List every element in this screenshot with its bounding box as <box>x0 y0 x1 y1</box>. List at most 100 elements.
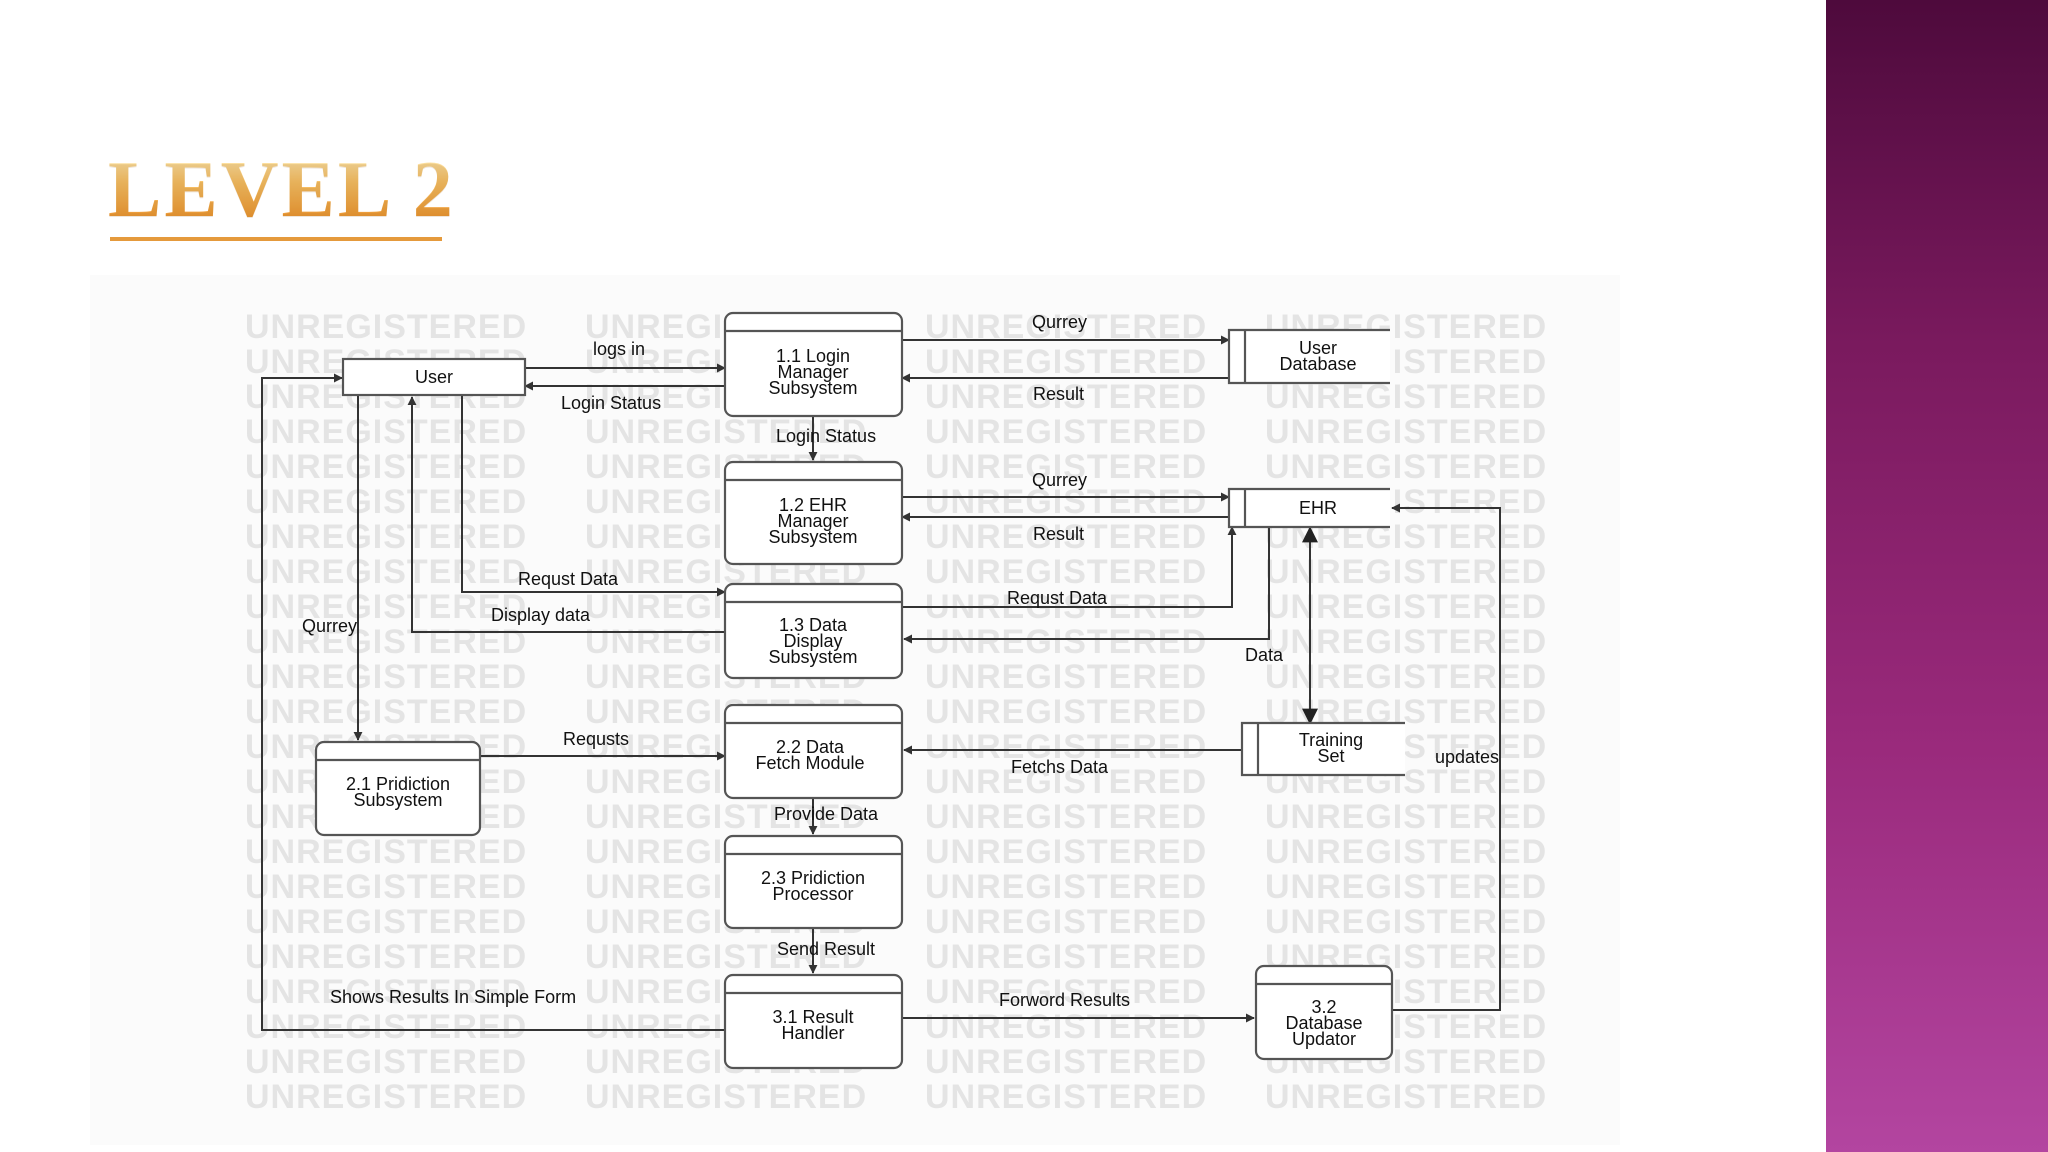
svg-text:UNREGISTERED: UNREGISTERED <box>925 658 1207 696</box>
svg-text:UNREGISTERED: UNREGISTERED <box>1265 798 1547 836</box>
svg-text:UNREGISTERED: UNREGISTERED <box>925 518 1207 556</box>
svg-text:UNREGISTERED: UNREGISTERED <box>1265 1078 1547 1116</box>
svg-text:UNREGISTERED: UNREGISTERED <box>245 1008 527 1046</box>
flow-requst-data-user <box>461 395 726 597</box>
svg-text:User: User <box>415 367 453 387</box>
svg-text:UNREGISTERED: UNREGISTERED <box>925 343 1207 381</box>
label-login-status-user: Login Status <box>561 393 661 413</box>
svg-text:UNREGISTERED: UNREGISTERED <box>245 938 527 976</box>
svg-text:UNREGISTERED: UNREGISTERED <box>245 518 527 556</box>
svg-text:UNREGISTERED: UNREGISTERED <box>245 483 527 521</box>
svg-text:UNREGISTERED: UNREGISTERED <box>925 833 1207 871</box>
label-result-user-db: Result <box>1033 384 1084 404</box>
label-requsts: Requsts <box>563 729 629 749</box>
svg-text:UNREGISTERED: UNREGISTERED <box>925 868 1207 906</box>
watermark-row: UNREGISTERED UNREGISTERED UNREGISTERED UNRE… <box>245 1078 1547 1116</box>
label-fetchs-data: Fetchs Data <box>1011 757 1109 777</box>
svg-text:UNREGISTERED: UNREGISTERED <box>1265 833 1547 871</box>
flow-shows-results <box>261 373 725 1031</box>
flow-updates <box>1391 503 1501 1011</box>
label-qurrey-ehr: Qurrey <box>1032 470 1087 490</box>
flow-requst-data-ehr <box>902 526 1237 608</box>
label-login-status-down: Login Status <box>776 426 876 446</box>
svg-text:UNREGISTERED: UNREGISTERED <box>1265 623 1547 661</box>
svg-text:UNREGISTERED: UNREGISTERED <box>1265 448 1547 486</box>
svg-text:UNREGISTERED: UNREGISTERED <box>925 448 1207 486</box>
svg-text:UNREGISTERED: UNREGISTERED <box>925 728 1207 766</box>
label-shows-results: Shows Results In Simple Form <box>330 987 576 1007</box>
svg-text:UNREGISTERED: UNREGISTERED <box>245 588 527 626</box>
svg-text:UNREGISTERED: UNREGISTERED <box>245 1078 527 1116</box>
svg-text:EHR: EHR <box>1299 498 1337 518</box>
svg-text:UNREGISTERED: UNREGISTERED <box>245 308 527 346</box>
svg-text:UNREGISTERED: UNREGISTERED <box>925 378 1207 416</box>
svg-text:UNREGISTERED: UNREGISTERED <box>245 448 527 486</box>
watermark-row: UNREGISTEREDUNREGISTEREDUNREGISTEREDUNRE… <box>245 518 1546 556</box>
label-requst-data-user: Requst Data <box>518 569 619 589</box>
svg-text:UNREGISTERED: UNREGISTERED <box>245 658 527 696</box>
svg-text:UNREGISTERED: UNREGISTERED <box>245 693 527 731</box>
label-logs-in: logs in <box>593 339 645 359</box>
svg-text:UNREGISTERED: UNREGISTERED <box>585 798 867 836</box>
svg-text:UNREGISTERED: UNREGISTERED <box>585 938 867 976</box>
svg-text:UNREGISTERED: UNREGISTERED <box>245 903 527 941</box>
svg-text:UNREGISTERED: UNREGISTERED <box>925 1078 1207 1116</box>
svg-text:UNREGISTERED: UNREGISTERED <box>1265 553 1547 591</box>
label-send-result: Send Result <box>777 939 875 959</box>
decorative-side-band <box>1826 0 2048 1152</box>
svg-text:UNREGISTERED: UNREGISTERED <box>925 938 1207 976</box>
watermark-row: UNREGISTEREDUNREGISTEREDUNREGISTEREDUNRE… <box>245 1043 1546 1081</box>
label-display-data: Display data <box>491 605 591 625</box>
svg-text:UNREGISTERED: UNREGISTERED <box>245 553 527 591</box>
label-qurrey-user-db: Qurrey <box>1032 312 1087 332</box>
label-forword-results: Forword Results <box>999 990 1130 1010</box>
svg-text:UNREGISTERED: UNREGISTERED <box>925 973 1207 1011</box>
svg-text:UNREGISTERED: UNREGISTERED <box>925 903 1207 941</box>
svg-text:UNREGISTERED: UNREGISTERED <box>245 868 527 906</box>
svg-text:UNREGISTERED: UNREGISTERED <box>245 413 527 451</box>
svg-text:UNREGISTERED: UNREGISTERED <box>585 1078 867 1116</box>
label-qurrey-user: Qurrey <box>302 616 357 636</box>
svg-text:UNREGISTERED: UNREGISTERED <box>1265 413 1547 451</box>
title-underline <box>110 237 442 241</box>
svg-text:UNREGISTERED: UNREGISTERED <box>1265 378 1547 416</box>
flow-display-data <box>407 396 725 633</box>
svg-text:UNREGISTERED: UNREGISTERED <box>925 693 1207 731</box>
svg-text:UNREGISTERED: UNREGISTERED <box>925 413 1207 451</box>
svg-text:UNREGISTERED: UNREGISTERED <box>245 623 527 661</box>
label-updates: updates <box>1435 747 1499 767</box>
label-data: Data <box>1245 645 1284 665</box>
svg-text:UNREGISTERED: UNREGISTERED <box>1265 658 1547 696</box>
svg-text:UNREGISTERED: UNREGISTERED <box>925 623 1207 661</box>
label-result-ehr: Result <box>1033 524 1084 544</box>
flow-data-to-display <box>903 527 1270 644</box>
svg-text:UNREGISTERED: UNREGISTERED <box>245 973 527 1011</box>
svg-text:UNREGISTERED: UNREGISTERED <box>925 553 1207 591</box>
svg-text:UNREGISTERED: UNREGISTERED <box>925 763 1207 801</box>
svg-text:UNREGISTERED: UNREGISTERED <box>245 1043 527 1081</box>
svg-text:UNREGISTERED: UNREGISTERED <box>925 798 1207 836</box>
svg-text:UNREGISTERED: UNREGISTERED <box>245 833 527 871</box>
svg-text:UNREGISTERED: UNREGISTERED <box>1265 868 1547 906</box>
slide-title: LEVEL 2 <box>108 146 456 234</box>
